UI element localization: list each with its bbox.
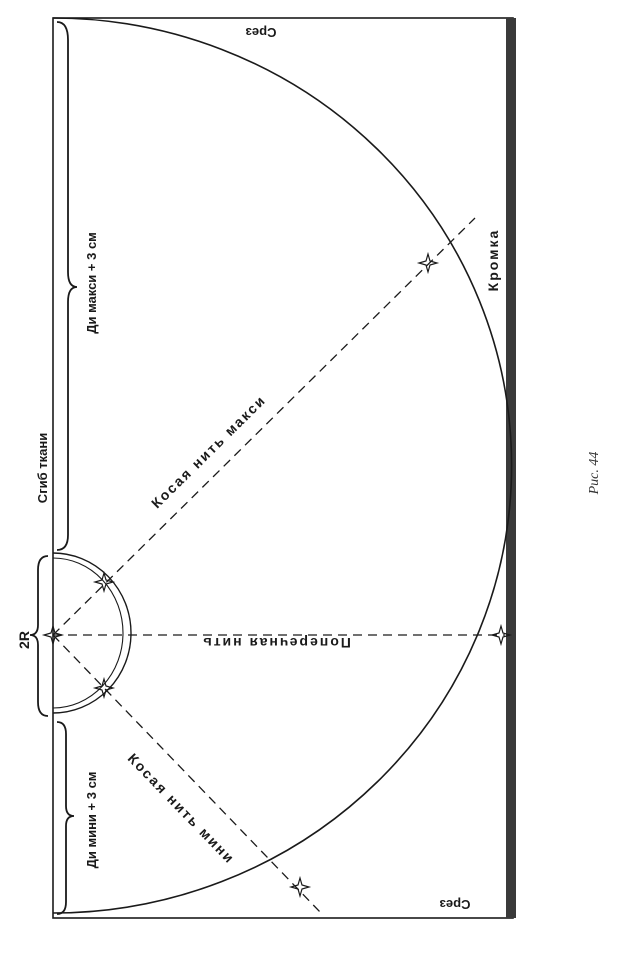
- waist-arc-inner: [52, 557, 124, 709]
- label-cut-top: Срез: [245, 25, 277, 40]
- marker-center: [41, 623, 65, 647]
- label-length-maxi: Ди макси + 3 см: [84, 232, 99, 334]
- fabric-frame: [52, 17, 514, 919]
- label-selvage: Кромка: [485, 229, 501, 292]
- marker-hem-mini: [288, 875, 312, 899]
- figure-caption: Рис. 44: [587, 452, 602, 496]
- label-cut-bottom: Срез: [439, 897, 471, 912]
- bias-maxi-line: [52, 217, 476, 636]
- label-bias-maxi: Косая нить макси: [148, 392, 269, 512]
- label-length-mini: Ди мини + 3 см: [84, 772, 99, 869]
- label-radius: 2R: [16, 631, 32, 649]
- label-fold: Сгиб ткани: [35, 433, 50, 503]
- waist-arc-outer: [52, 552, 132, 714]
- brace-radius: [29, 555, 49, 717]
- hem-arc: [52, 17, 513, 914]
- marker-hem-cross: [489, 623, 513, 647]
- label-cross-grain: Поперечная нить: [201, 635, 351, 651]
- brace-fold-mini: [56, 721, 75, 915]
- brace-fold-maxi: [56, 21, 78, 551]
- marker-waist-mini: [92, 676, 116, 700]
- marker-waist-maxi: [92, 570, 116, 594]
- marker-hem-maxi: [416, 251, 440, 275]
- bias-mini-line: [52, 634, 321, 913]
